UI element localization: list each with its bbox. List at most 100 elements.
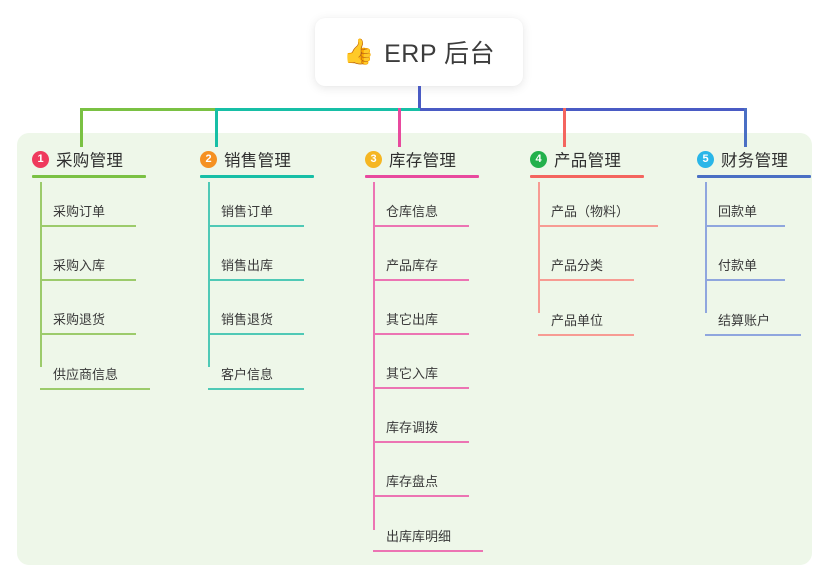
leaf-rule: [208, 225, 304, 227]
leaf-label: 产品（物料）: [551, 204, 630, 219]
list-item[interactable]: 销售退货: [208, 281, 304, 335]
leaf-label: 采购入库: [53, 258, 106, 273]
leaf-label: 其它出库: [386, 312, 439, 327]
branch-drop-2: [215, 108, 218, 147]
list-item[interactable]: 销售订单: [208, 182, 304, 227]
branch-title-5: 财务管理: [721, 152, 789, 170]
leaf-rule: [373, 225, 469, 227]
leaf-label: 回款单: [718, 204, 758, 219]
leaf-rule: [40, 225, 136, 227]
branch-rule-1: [32, 175, 146, 178]
list-item[interactable]: 出库库明细: [373, 497, 483, 552]
leaf-label: 付款单: [718, 258, 758, 273]
list-item[interactable]: 供应商信息: [40, 335, 150, 390]
branch-rule-3: [365, 175, 479, 178]
branch-column-3: 3 库存管理 仓库信息 产品库存 其它出库 其它入库 库存调拨: [365, 146, 535, 552]
list-item[interactable]: 库存调拨: [373, 389, 469, 443]
branch-title-1: 采购管理: [56, 152, 124, 170]
list-item[interactable]: 采购退货: [40, 281, 136, 335]
branch-header-4[interactable]: 4 产品管理: [530, 146, 710, 172]
branch-rule-5: [697, 175, 811, 178]
branches-panel: [17, 133, 812, 565]
list-item[interactable]: 仓库信息: [373, 182, 469, 227]
list-item[interactable]: 其它出库: [373, 281, 469, 335]
root-node[interactable]: 👍 ERP 后台: [315, 18, 523, 86]
leaf-label: 销售出库: [221, 258, 274, 273]
leaf-spine-2: [208, 182, 210, 367]
leaf-rule: [705, 279, 785, 281]
leaf-rule: [705, 334, 801, 336]
list-item[interactable]: 结算账户: [705, 281, 801, 336]
leaf-label: 销售订单: [221, 204, 274, 219]
leaf-rule: [705, 225, 785, 227]
list-item[interactable]: 产品（物料）: [538, 182, 658, 227]
leaf-rule: [373, 550, 483, 552]
leaf-rule: [208, 279, 304, 281]
branch-header-5[interactable]: 5 财务管理: [697, 146, 839, 172]
leaf-label: 采购订单: [53, 204, 106, 219]
leaf-label: 库存调拨: [386, 420, 439, 435]
branch-drop-3: [398, 108, 401, 147]
branch-header-1[interactable]: 1 采购管理: [32, 146, 192, 172]
branch-badge-5: 5: [697, 150, 714, 168]
list-item[interactable]: 回款单: [705, 182, 785, 227]
leaf-rule: [40, 279, 136, 281]
leaf-label: 结算账户: [718, 313, 771, 328]
trunk-segment-blue: [420, 108, 747, 111]
leaf-label: 库存盘点: [386, 474, 439, 489]
leaf-label: 供应商信息: [53, 367, 119, 382]
branch-title-2: 销售管理: [224, 152, 292, 170]
leaf-rule: [373, 387, 469, 389]
branch-badge-4: 4: [530, 150, 547, 168]
root-node-title: ERP 后台: [384, 40, 496, 68]
trunk-segment-teal: [215, 108, 420, 111]
leaf-rule: [373, 279, 469, 281]
list-item[interactable]: 其它入库: [373, 335, 469, 389]
leaf-label: 仓库信息: [386, 204, 439, 219]
branch-column-5: 5 财务管理 回款单 付款单 结算账户: [697, 146, 839, 336]
leaf-label: 产品库存: [386, 258, 439, 273]
leaf-label: 其它入库: [386, 366, 439, 381]
branch-drop-4: [563, 108, 566, 147]
leaf-rule: [208, 333, 304, 335]
list-item[interactable]: 采购订单: [40, 182, 136, 227]
leaf-label: 采购退货: [53, 312, 106, 327]
leaf-spine-1: [40, 182, 42, 367]
list-item[interactable]: 销售出库: [208, 227, 304, 281]
branch-column-1: 1 采购管理 采购订单 采购入库 采购退货 供应商信息: [32, 146, 192, 390]
leaf-rule: [373, 495, 469, 497]
branch-badge-2: 2: [200, 150, 217, 168]
leaf-label: 产品分类: [551, 258, 604, 273]
branch-column-4: 4 产品管理 产品（物料） 产品分类 产品单位: [530, 146, 710, 336]
branch-column-2: 2 销售管理 销售订单 销售出库 销售退货 客户信息: [200, 146, 360, 390]
leaf-spine-3: [373, 182, 375, 530]
leaf-spine-5: [705, 182, 707, 313]
branch-rule-2: [200, 175, 314, 178]
branch-title-3: 库存管理: [389, 152, 457, 170]
thumbs-up-icon: 👍: [342, 37, 375, 66]
list-item[interactable]: 产品单位: [538, 281, 634, 336]
leaf-label: 出库库明细: [386, 529, 452, 544]
leaf-rule: [373, 441, 469, 443]
list-item[interactable]: 产品库存: [373, 227, 469, 281]
branch-rule-4: [530, 175, 644, 178]
branch-header-3[interactable]: 3 库存管理: [365, 146, 535, 172]
list-item[interactable]: 客户信息: [208, 335, 304, 390]
branch-drop-1: [80, 108, 83, 147]
list-item[interactable]: 付款单: [705, 227, 785, 281]
leaf-rule: [208, 388, 304, 390]
leaf-rule: [40, 388, 150, 390]
leaf-rule: [538, 334, 634, 336]
leaf-spine-4: [538, 182, 540, 313]
branch-header-2[interactable]: 2 销售管理: [200, 146, 360, 172]
leaf-label: 产品单位: [551, 313, 604, 328]
list-item[interactable]: 采购入库: [40, 227, 136, 281]
leaf-rule: [40, 333, 136, 335]
branch-title-4: 产品管理: [554, 152, 622, 170]
branch-drop-5: [744, 108, 747, 147]
root-stem-connector: [418, 86, 421, 108]
leaf-rule: [538, 225, 658, 227]
leaf-rule: [373, 333, 469, 335]
list-item[interactable]: 产品分类: [538, 227, 634, 281]
list-item[interactable]: 库存盘点: [373, 443, 469, 497]
